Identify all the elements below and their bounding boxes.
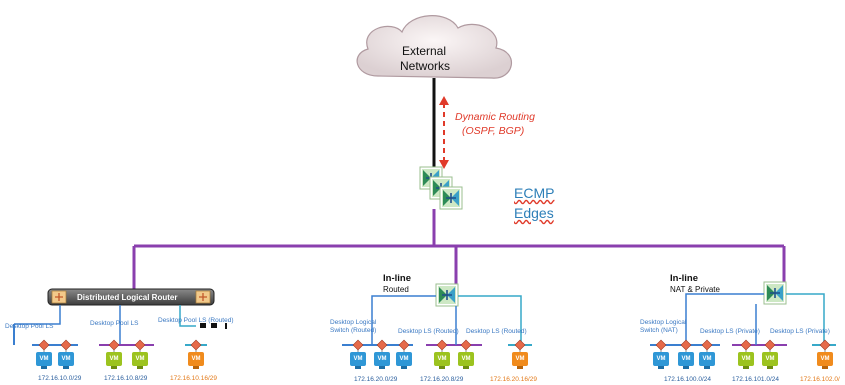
vm-label: VM bbox=[515, 356, 525, 362]
switch-label: Desktop Pool LS bbox=[90, 320, 139, 327]
vm-label: VM bbox=[437, 356, 447, 362]
switch-label: Switch (Routed) bbox=[330, 327, 377, 334]
ecmp-label-line2: Edges bbox=[514, 205, 554, 221]
switch-label: Desktop LS (Routed) bbox=[398, 328, 459, 335]
ecmp-label-line1: ECMP bbox=[514, 185, 555, 201]
subnet-label: 172.16.10.0/29 bbox=[38, 375, 82, 382]
inline-nat-links bbox=[685, 293, 825, 345]
external-networks-cloud bbox=[356, 15, 513, 79]
vm-label: VM bbox=[353, 356, 363, 362]
inline-routed-links bbox=[371, 295, 522, 345]
vm-label: VM bbox=[681, 356, 691, 362]
routing-label-line2: (OSPF, BGP) bbox=[462, 125, 525, 137]
inline-nat-edge-icon bbox=[763, 281, 787, 305]
dlr-left-icon bbox=[51, 290, 67, 304]
switch-label: Switch (NAT) bbox=[640, 327, 678, 334]
switch-label: Desktop Logical bbox=[640, 319, 687, 326]
inline-nat-subtitle: NAT & Private bbox=[670, 285, 720, 294]
subnet-label: 172.16.101.0/24 bbox=[732, 376, 779, 383]
subnet-label: 172.16.20.0/29 bbox=[354, 376, 398, 383]
inline-routed-title: In-line bbox=[383, 273, 411, 284]
dynamic-routing-arrow bbox=[439, 96, 449, 169]
vm-label: VM bbox=[191, 356, 201, 362]
switch-label: Desktop Logical bbox=[330, 319, 377, 326]
vm-label: VM bbox=[820, 356, 830, 362]
dlr-right-icon bbox=[195, 290, 211, 304]
switch-label: Desktop LS (Private) bbox=[700, 328, 760, 335]
ecmp-edges-icon bbox=[419, 166, 463, 210]
vm-label: VM bbox=[135, 356, 145, 362]
vm-label: VM bbox=[702, 356, 712, 362]
distributed-logical-router bbox=[47, 288, 215, 306]
vm-label: VM bbox=[656, 356, 666, 362]
vm-label: VM bbox=[39, 356, 49, 362]
switch-label: Desktop LS (Private) bbox=[770, 328, 830, 335]
vm-label: VM bbox=[765, 356, 775, 362]
dlr-label: Distributed Logical Router bbox=[77, 293, 178, 302]
dlr-legend-blocks bbox=[200, 323, 227, 329]
cloud-label-line1: External bbox=[402, 44, 447, 58]
vm-label: VM bbox=[377, 356, 387, 362]
subnet-label: 172.16.10.8/29 bbox=[104, 375, 148, 382]
routing-label-line1: Dynamic Routing bbox=[455, 111, 535, 123]
vm-label: VM bbox=[461, 356, 471, 362]
vm-label: VM bbox=[741, 356, 751, 362]
dlr-downlinks bbox=[13, 305, 196, 345]
vm-label: VM bbox=[399, 356, 409, 362]
subnet-label: 172.16.10.16/29 bbox=[170, 375, 217, 382]
inline-nat-title: In-line bbox=[670, 273, 698, 284]
subnet-label: 172.16.102.0/ bbox=[800, 376, 840, 383]
subnet-label: 172.16.20.8/29 bbox=[420, 376, 464, 383]
subnet-label: 172.16.20.16/29 bbox=[490, 376, 537, 383]
switch-label: Desktop Pool LS (Routed) bbox=[158, 317, 234, 324]
vm-label: VM bbox=[109, 356, 119, 362]
subnet-label: 172.16.100.0/24 bbox=[664, 376, 711, 383]
inline-routed-edge-icon bbox=[435, 283, 459, 307]
switch-label: Desktop Pool LS bbox=[5, 323, 54, 330]
cloud-label-line2: Networks bbox=[400, 59, 451, 73]
switch-label: Desktop LS (Routed) bbox=[466, 328, 527, 335]
vm-label: VM bbox=[61, 356, 71, 362]
inline-routed-subtitle: Routed bbox=[383, 285, 409, 294]
